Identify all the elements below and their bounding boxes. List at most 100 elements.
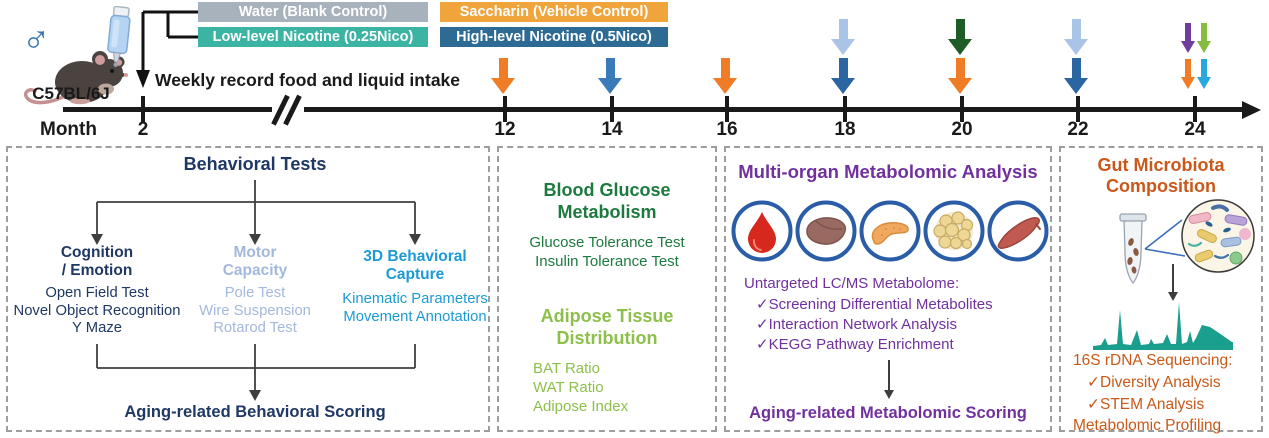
arrow-month14-steel-blue xyxy=(598,58,622,94)
month-label-24: 24 xyxy=(1184,119,1206,140)
water-bottle-icon xyxy=(107,6,131,67)
metabolism-item: BAT Ratio xyxy=(533,360,600,377)
bacteria-circle xyxy=(1181,199,1255,273)
male-symbol: ♂ xyxy=(22,18,51,60)
month-label-18: 18 xyxy=(834,119,856,140)
month-label-2: 2 xyxy=(137,119,149,140)
microbiota-footer: Metabolomic Profiling xyxy=(1073,417,1222,434)
tick-month-2 xyxy=(141,96,145,122)
arrow-month18-dark-blue xyxy=(831,58,855,94)
panel-metabolomic-analysis: Multi-organ Metabolomic Analysis xyxy=(724,146,1052,432)
metabolism-item: Insulin Tolerance Test xyxy=(535,253,679,270)
column-header-line: Capture xyxy=(385,265,445,283)
section-title-line: Blood Glucose xyxy=(543,180,671,200)
arrow-month24-cyan xyxy=(1196,59,1211,89)
arrow-month16-orange xyxy=(713,58,737,94)
axis-break xyxy=(271,94,304,126)
section-title-line: Metabolism xyxy=(557,201,657,222)
item-text: Screening Differential Metabolites xyxy=(768,296,993,313)
adipose-tissue-icon xyxy=(923,200,985,262)
metabolomic-subtitle: Untargeted LC/MS Metabolome: xyxy=(744,274,959,294)
timeline-axis xyxy=(63,107,1245,112)
arrow-month20-orange xyxy=(948,58,972,94)
chromatogram-peaks-icon xyxy=(1093,302,1233,350)
behavioral-item: Rotarod Test xyxy=(213,320,297,336)
metabolomic-flow-arrowhead xyxy=(883,390,894,399)
column-3d-behavioral-capture: 3D Behavioral Capture Kinematic Paramete… xyxy=(323,248,507,326)
column-header-line: Motor xyxy=(233,244,277,261)
column-header-line: Capacity xyxy=(222,261,288,279)
metabolomic-title: Multi-organ Metabolomic Analysis xyxy=(738,161,1038,182)
section-title-line: Adipose Tissue xyxy=(540,306,674,326)
subtitle-text: Untargeted LC/MS Metabolome: xyxy=(744,275,960,292)
arrow-month24-yellow-green xyxy=(1196,23,1211,53)
panel-gut-microbiota: Gut Microbiota Composition xyxy=(1059,146,1263,434)
check-icon: ✓ xyxy=(756,316,769,333)
check-icon: ✓ xyxy=(1087,374,1100,391)
panel-glucose-adipose: Blood Glucose Metabolism Glucose Toleran… xyxy=(497,146,717,432)
arrow-month24-purple xyxy=(1180,23,1195,53)
legend-water-blank-control: Water (Blank Control) xyxy=(198,2,428,22)
tick-month-20 xyxy=(960,96,964,122)
panel-behavioral-tests: Behavioral Tests Cognition / Emotion Ope… xyxy=(6,146,490,432)
item-text: Interaction Network Analysis xyxy=(768,316,957,333)
check-icon: ✓ xyxy=(1087,396,1100,413)
month-label-22: 22 xyxy=(1067,119,1089,140)
muscle-icon xyxy=(987,200,1049,262)
behavioral-item: Y Maze xyxy=(72,320,122,336)
metabolomic-item: ✓KEGG Pathway Enrichment xyxy=(756,335,954,355)
timeline-axis-arrowhead xyxy=(1242,100,1261,119)
axis-label-month: Month xyxy=(40,119,97,140)
item-text: KEGG Pathway Enrichment xyxy=(768,336,954,353)
behavioral-item: Pole Test xyxy=(224,285,286,301)
behavioral-item: Novel Object Recognition xyxy=(13,302,181,319)
column-motor-capacity: Motor Capacity Pole Test Wire Suspension… xyxy=(163,244,347,338)
subtitle-text: 16S rDNA Sequencing: xyxy=(1073,352,1233,369)
tick-month-24 xyxy=(1193,96,1197,122)
tick-month-12 xyxy=(503,96,507,122)
microbiota-item: ✓STEM Analysis xyxy=(1087,395,1204,415)
liver-icon xyxy=(795,200,857,262)
microbiota-subtitle: 16S rDNA Sequencing: xyxy=(1073,351,1232,371)
tick-month-14 xyxy=(610,96,614,122)
legend-saccharin-vehicle-control: Saccharin (Vehicle Control) xyxy=(440,2,668,22)
check-icon: ✓ xyxy=(756,296,769,313)
item-text: Diversity Analysis xyxy=(1100,374,1221,391)
microbiota-title: Gut Microbiota Composition xyxy=(1061,155,1261,197)
behavioral-tests-title: Behavioral Tests xyxy=(183,154,327,174)
behavioral-item: Open Field Test xyxy=(45,285,149,301)
behavioral-item: Kinematic Parameters xyxy=(342,291,488,307)
section-adipose-tissue: Adipose Tissue Distribution BAT Ratio WA… xyxy=(499,306,715,416)
tick-month-22 xyxy=(1076,96,1080,122)
column-header-line: Cognition xyxy=(60,244,134,261)
legend-low-level-nicotine: Low-level Nicotine (0.25Nico) xyxy=(198,27,428,47)
column-cognition-emotion: Cognition / Emotion Open Field Test Nove… xyxy=(5,244,189,338)
arrow-month20-dark-green xyxy=(948,19,972,55)
microbiota-flow-arrowhead xyxy=(1167,292,1178,301)
behavioral-item: Movement Annotation xyxy=(343,308,487,325)
legend-bracket-connector xyxy=(136,10,198,88)
behavioral-item: Wire Suspension xyxy=(199,302,311,319)
check-icon: ✓ xyxy=(756,336,769,353)
metabolism-item: Glucose Tolerance Test xyxy=(529,234,685,251)
metabolomic-item: ✓Interaction Network Analysis xyxy=(756,315,957,335)
column-header-line: 3D Behavioral xyxy=(363,248,467,265)
month-label-14: 14 xyxy=(601,119,623,140)
tube xyxy=(1119,213,1147,285)
metabolomic-flow-arrow xyxy=(888,360,890,390)
section-title-line: Distribution xyxy=(556,327,658,348)
arrow-month22-dark-blue xyxy=(1064,58,1088,94)
legend-high-level-nicotine: High-level Nicotine (0.5Nico) xyxy=(440,27,668,47)
behavioral-footer: Aging-related Behavioral Scoring xyxy=(124,403,386,421)
month-label-12: 12 xyxy=(494,119,516,140)
arrow-month18-light-blue xyxy=(831,19,855,55)
behavioral-tree-connectors xyxy=(91,180,421,401)
pancreas-icon xyxy=(859,200,921,262)
tick-month-18 xyxy=(843,96,847,122)
metabolism-item: Adipose Index xyxy=(533,398,629,415)
metabolomic-footer: Aging-related Metabolomic Scoring xyxy=(749,404,1027,422)
microbiota-flow-arrow xyxy=(1172,264,1174,292)
arrow-month12-orange xyxy=(491,58,515,94)
title-line: Composition xyxy=(1106,176,1216,196)
